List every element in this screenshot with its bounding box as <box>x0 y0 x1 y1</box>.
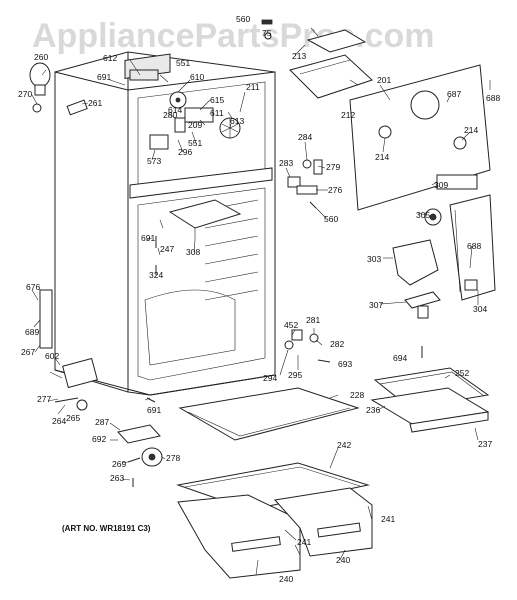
part-number-label: 241 <box>297 537 311 547</box>
part-number-label: 687 <box>447 89 461 99</box>
part-number-label: 295 <box>288 370 302 380</box>
side-hinge <box>39 289 98 411</box>
part-number-label: 692 <box>92 434 106 444</box>
part-number-label: 551 <box>176 58 190 68</box>
part-number-label: 276 <box>328 185 342 195</box>
part-number-label: 551 <box>188 138 202 148</box>
part-number-label: 294 <box>263 373 277 383</box>
part-number-label: 283 <box>279 158 293 168</box>
part-number-label: 610 <box>190 72 204 82</box>
part-number-label: 241 <box>381 514 395 524</box>
part-number-label: 252 <box>455 368 469 378</box>
part-number-label: 324 <box>149 270 163 280</box>
part-number-label: 613 <box>230 116 244 126</box>
part-number-label: 307 <box>369 300 383 310</box>
part-number-label: 211 <box>246 82 260 92</box>
part-307 <box>404 291 441 319</box>
part-number-label: 240 <box>336 555 350 565</box>
fan-assembly <box>124 53 241 150</box>
watermark-text: AppliancePartsPros.com <box>32 17 434 55</box>
part-number-label: 309 <box>434 180 448 190</box>
part-number-label: 688 <box>467 241 481 251</box>
part-number-label: 693 <box>338 359 352 369</box>
leader-lines <box>31 21 491 576</box>
part-number-label: 296 <box>178 147 192 157</box>
part-number-label: 267 <box>21 347 35 357</box>
crisper-drawers <box>177 487 373 579</box>
part-number-label: 573 <box>147 156 161 166</box>
glass-shelf <box>178 387 360 441</box>
part-number-label: 282 <box>330 339 344 349</box>
control-housing <box>449 194 496 301</box>
part-number-label: 261 <box>88 98 102 108</box>
part-number-label: 247 <box>160 244 174 254</box>
part-305 <box>424 208 442 226</box>
part-287 <box>117 424 161 444</box>
part-number-label: 236 <box>366 405 380 415</box>
part-number-label: 277 <box>37 394 51 404</box>
part-number-label: 611 <box>210 108 224 118</box>
part-number-label: 688 <box>486 93 500 103</box>
cabinet-shell <box>54 51 276 396</box>
part-number-label: 270 <box>18 89 32 99</box>
part-number-label: 265 <box>66 413 80 423</box>
part-number-label: 260 <box>34 52 48 62</box>
part-number-label: 305 <box>416 210 430 220</box>
part-number-label: 279 <box>326 162 340 172</box>
part-number-label: 269 <box>112 459 126 469</box>
part-number-label: 689 <box>25 327 39 337</box>
part-number-label: 209 <box>188 120 202 130</box>
back-panel <box>349 64 491 211</box>
part-number-label: 264 <box>52 416 66 426</box>
part-number-label: 303 <box>367 254 381 264</box>
part-number-label: 237 <box>478 439 492 449</box>
part-number-label: 240 <box>279 574 293 584</box>
part-number-label: 263 <box>110 473 124 483</box>
part-number-label: 560 <box>236 14 250 24</box>
part-number-label: 278 <box>166 453 180 463</box>
part-number-label: 614 <box>168 105 182 115</box>
part-number-label: 308 <box>186 247 200 257</box>
part-number-label: 602 <box>45 351 59 361</box>
part-number-label: 214 <box>464 125 478 135</box>
part-number-label: 691 <box>97 72 111 82</box>
part-number-label: 612 <box>103 53 117 63</box>
part-number-label: 304 <box>473 304 487 314</box>
part-number-label: 228 <box>350 390 364 400</box>
part-number-label: 281 <box>306 315 320 325</box>
part-number-label: 676 <box>26 282 40 292</box>
part-number-label: 691 <box>147 405 161 415</box>
part-number-label: 280 <box>163 110 177 120</box>
hardware-bits <box>146 159 423 403</box>
part-number-label: 213 <box>292 51 306 61</box>
part-number-label: 214 <box>375 152 389 162</box>
crisper-cover <box>370 367 490 433</box>
part-260 <box>29 62 51 113</box>
part-number-label: 212 <box>341 110 355 120</box>
part-303 <box>392 239 439 286</box>
part-number-label: 694 <box>393 353 407 363</box>
part-number-label: 201 <box>377 75 391 85</box>
part-number-label: 560 <box>324 214 338 224</box>
part-number-label: 287 <box>95 417 109 427</box>
part-number-label: 615 <box>210 95 224 105</box>
part-number-label: 242 <box>337 440 351 450</box>
art-number-note: (ART NO. WR18191 C3) <box>62 524 151 533</box>
part-278 <box>127 447 163 487</box>
part-number-label: 691 <box>141 233 155 243</box>
part-number-label: 452 <box>284 320 298 330</box>
freezer-shelf <box>168 199 242 240</box>
part-number-label: 284 <box>298 132 312 142</box>
part-number-label: 75 <box>262 28 272 38</box>
